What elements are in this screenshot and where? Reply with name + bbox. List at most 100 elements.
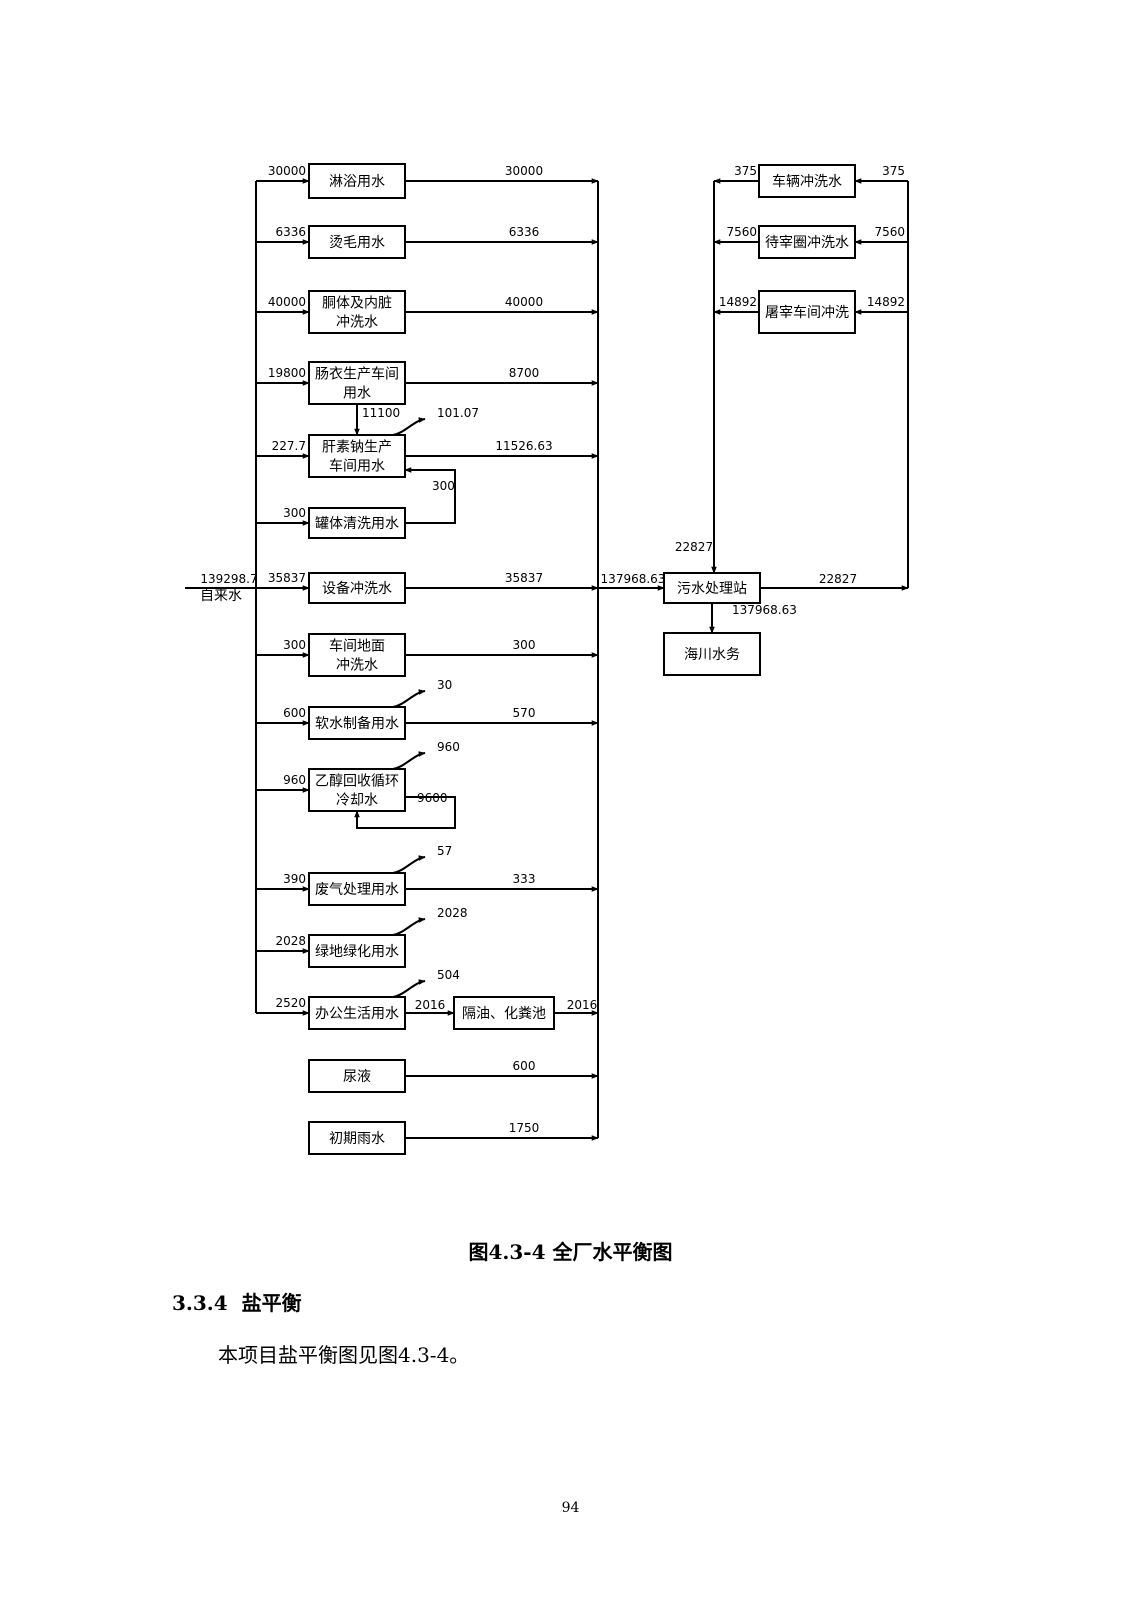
inflow-value-7: 300: [283, 638, 306, 652]
inflow-value-6: 35837: [268, 571, 306, 585]
process-box-8: [308, 706, 406, 740]
process-box-3-label: 用水: [343, 386, 371, 402]
recycled-inflow-value-1: 7560: [874, 225, 905, 239]
recycled-inflow-value-0: 375: [882, 164, 905, 178]
process-box-1: [308, 225, 406, 259]
loss-value-12: 504: [437, 968, 460, 982]
recycled-box-0-label: 车辆冲洗水: [772, 173, 842, 190]
inflow-value-4: 227.7: [272, 439, 306, 453]
process-box-10: [308, 872, 406, 906]
section-number: 3.3.4: [172, 1291, 228, 1315]
outflow-value-1: 6336: [509, 225, 540, 239]
transfer-value: 11100: [362, 406, 400, 420]
process-box-6: [308, 572, 406, 604]
recycled-box-2-label: 屠宰车间冲洗: [765, 304, 849, 321]
process-box-13-label: 尿液: [343, 1069, 371, 1085]
wwtp-inflow-value: 137968.63: [601, 572, 666, 586]
tank-return-value: 300: [432, 479, 455, 493]
inflow-value-9: 960: [283, 773, 306, 787]
wwtp-box: [663, 572, 761, 604]
outflow-value-13: 600: [513, 1059, 536, 1073]
cooling-recycle-value: 9600: [417, 791, 448, 805]
inflow-value-12: 2520: [275, 996, 306, 1010]
reuse-outflow-value: 22827: [819, 572, 857, 586]
loss-value-10: 57: [437, 844, 452, 858]
loss-arrow-12: [392, 979, 426, 998]
flow-labels: 139298.7自来水30000淋浴用水300006336烫毛用水6336400…: [200, 164, 905, 1147]
outflow-value-6: 35837: [505, 571, 543, 585]
reuse-inflow-value: 22827: [675, 540, 713, 554]
process-box-14-label: 初期雨水: [329, 1130, 385, 1147]
process-box-1-label: 烫毛用水: [329, 235, 385, 251]
wwtp-box-label: 污水处理站: [677, 581, 747, 597]
tank-outflow-value: 2016: [567, 998, 598, 1012]
loss-arrow-11: [392, 917, 426, 936]
septic-tank-box-label: 隔油、化粪池: [462, 1006, 546, 1022]
process-box-2-label: 冲洗水: [336, 315, 378, 331]
septic-tank-box: [453, 996, 555, 1030]
process-box-4-label: 肝素钠生产: [322, 440, 392, 456]
recycled-outflow-value-2: 14892: [719, 295, 757, 309]
section-title: 盐平衡: [241, 1291, 302, 1315]
water-balance-diagram: 139298.7自来水30000淋浴用水300006336烫毛用水6336400…: [185, 163, 909, 1155]
recycled-outflow-value-0: 375: [734, 164, 757, 178]
office-to-tank-value: 2016: [415, 998, 446, 1012]
loss-arrow-10: [392, 855, 426, 874]
process-box-9-label: 冷却水: [336, 793, 378, 809]
body-paragraph: 本项目盐平衡图见图4.3-4。: [218, 1343, 470, 1367]
process-box-3-label: 肠衣生产车间: [315, 366, 399, 383]
process-box-2-label: 胴体及内脏: [322, 296, 392, 312]
process-boxes: [308, 163, 856, 1155]
process-box-11-label: 绿地绿化用水: [315, 944, 399, 960]
process-box-4: [308, 434, 406, 478]
recycled-box-1-label: 待宰圈冲洗水: [765, 235, 849, 251]
process-box-3: [308, 361, 406, 405]
loss-arrow-8: [392, 689, 426, 708]
recycled-box-0: [758, 164, 856, 198]
process-box-5: [308, 507, 406, 539]
process-box-11: [308, 934, 406, 968]
page-number: 94: [561, 1500, 580, 1516]
process-box-13: [308, 1059, 406, 1093]
inflow-value-10: 390: [283, 872, 306, 886]
receiver-box: [663, 632, 761, 676]
recycled-outflow-value-1: 7560: [726, 225, 757, 239]
outflow-value-0: 30000: [505, 164, 543, 178]
process-box-7-label: 冲洗水: [336, 658, 378, 674]
process-box-9-label: 乙醇回收循环: [315, 773, 399, 790]
inflow-value-11: 2028: [275, 934, 306, 948]
process-box-14: [308, 1121, 406, 1155]
figure-caption: 图4.3-4 全厂水平衡图: [468, 1240, 673, 1264]
inflow-value-0: 30000: [268, 164, 306, 178]
loss-value-11: 2028: [437, 906, 468, 920]
outflow-value-2: 40000: [505, 295, 543, 309]
inflow-value-8: 600: [283, 706, 306, 720]
inflow-value-3: 19800: [268, 366, 306, 380]
loss-arrow-9: [392, 751, 426, 770]
process-box-0-label: 淋浴用水: [329, 174, 385, 190]
receiver-box-label: 海川水务: [684, 647, 740, 663]
outflow-value-7: 300: [513, 638, 536, 652]
loss-value-4: 101.07: [437, 406, 479, 420]
recycled-inflow-value-2: 14892: [867, 295, 905, 309]
process-box-6-label: 设备冲洗水: [322, 580, 392, 597]
section-heading: 3.3.4 盐平衡: [172, 1287, 302, 1316]
source-flow-value: 139298.7: [200, 572, 257, 586]
outflow-value-3: 8700: [509, 366, 540, 380]
inflow-value-2: 40000: [268, 295, 306, 309]
discharge-value: 137968.63: [732, 603, 797, 617]
process-box-10-label: 废气处理用水: [315, 882, 399, 898]
outflow-value-4: 11526.63: [495, 439, 552, 453]
process-box-12-label: 办公生活用水: [315, 1006, 399, 1022]
process-box-7: [308, 633, 406, 677]
process-box-12: [308, 996, 406, 1030]
process-box-4-label: 车间用水: [329, 458, 385, 475]
process-box-5-label: 罐体清洗用水: [315, 516, 399, 532]
loss-arrow-4: [392, 417, 426, 436]
outflow-value-10: 333: [513, 872, 536, 886]
inflow-value-5: 300: [283, 506, 306, 520]
process-box-0: [308, 163, 406, 199]
tank-return-loop: [404, 467, 456, 524]
process-box-9: [308, 768, 406, 812]
loss-value-9: 960: [437, 740, 460, 754]
